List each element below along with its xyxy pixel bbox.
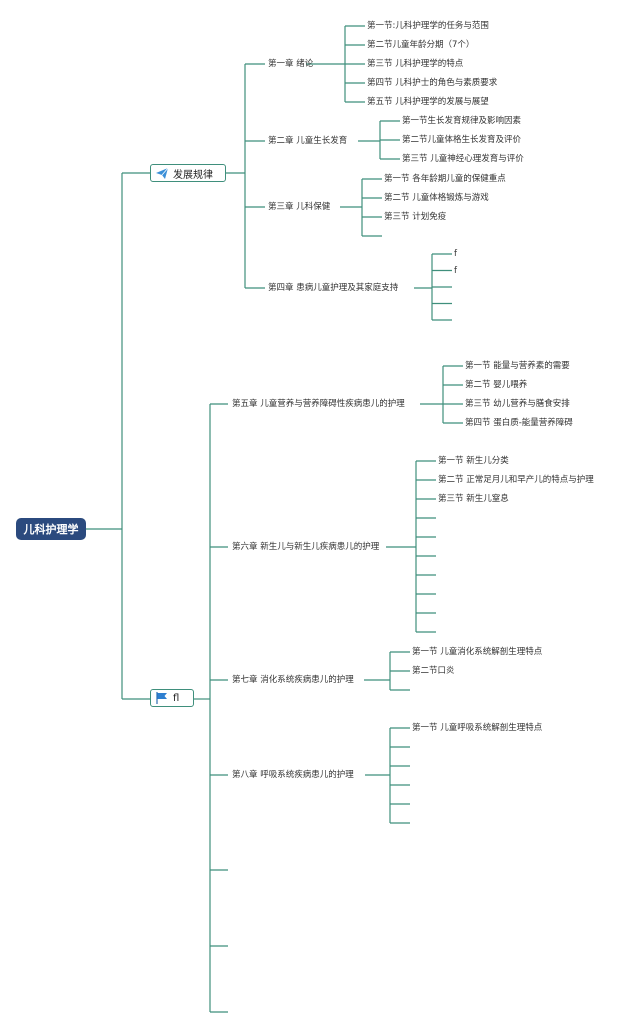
paper-plane-icon: [156, 167, 168, 179]
section-node[interactable]: 第三节 儿科护理学的特点: [367, 59, 464, 69]
section-node[interactable]: 第二节 正常足月儿和早产儿的特点与护理: [438, 475, 594, 485]
chapter-node[interactable]: 第二章 儿童生长发育: [268, 136, 348, 146]
section-node[interactable]: 第一节 儿童消化系统解剖生理特点: [412, 647, 543, 657]
root-node[interactable]: 儿科护理学: [16, 518, 86, 540]
chapter-node[interactable]: 第三章 儿科保健: [268, 202, 331, 212]
chapter-node[interactable]: 第一章 绪论: [268, 59, 314, 69]
chapter-node[interactable]: 第五章 儿童营养与营养障碍性疾病患儿的护理: [232, 399, 405, 409]
section-node[interactable]: 第三节 幼儿营养与膳食安排: [465, 399, 570, 409]
section-node[interactable]: f: [454, 249, 457, 259]
section-node[interactable]: 第二节儿童体格生长发育及评价: [402, 135, 522, 145]
section-node[interactable]: 第一节 新生儿分类: [438, 456, 509, 466]
branch-label: fl: [173, 692, 180, 704]
chapter-node[interactable]: 第六章 新生儿与新生儿疾病患儿的护理: [232, 542, 380, 552]
branch-label: 发展规律: [173, 169, 213, 181]
section-node[interactable]: 第二节口炎: [412, 666, 455, 676]
section-node[interactable]: 第一节 能量与营养素的需要: [465, 361, 570, 371]
section-node[interactable]: 第一节生长发育规律及影响因素: [402, 116, 522, 126]
section-node[interactable]: 第二节儿童年龄分期（7个）: [367, 40, 475, 50]
chapter-node[interactable]: 第八章 呼吸系统疾病患儿的护理: [232, 770, 354, 780]
chapter-node[interactable]: 第四章 患病儿童护理及其家庭支持: [268, 283, 399, 293]
chapter-node[interactable]: 第七章 消化系统疾病患儿的护理: [232, 675, 354, 685]
section-node[interactable]: f: [454, 265, 457, 276]
section-node[interactable]: 第四节 儿科护士的角色与素质要求: [367, 78, 498, 88]
section-node[interactable]: 第二节 儿童体格锻炼与游戏: [384, 193, 489, 203]
branch-development[interactable]: 发展规律: [150, 164, 226, 182]
section-node[interactable]: 第三节 儿童神经心理发育与评价: [402, 154, 524, 164]
flag-icon: [156, 692, 168, 704]
section-node[interactable]: 第五节 儿科护理学的发展与展望: [367, 97, 489, 107]
section-node[interactable]: 第三节 计划免疫: [384, 212, 447, 222]
section-node[interactable]: 第二节 婴儿喂养: [465, 380, 528, 390]
branch-fl[interactable]: fl: [150, 689, 194, 707]
section-node[interactable]: 第四节 蛋白质-能量营养障碍: [465, 418, 573, 428]
section-node[interactable]: 第一节 儿童呼吸系统解剖生理特点: [412, 723, 543, 733]
section-node[interactable]: 第一节:儿科护理学的任务与范围: [367, 21, 489, 31]
section-node[interactable]: 第一节 各年龄期儿童的保健重点: [384, 174, 506, 184]
section-node[interactable]: 第三节 新生儿窒息: [438, 494, 509, 504]
